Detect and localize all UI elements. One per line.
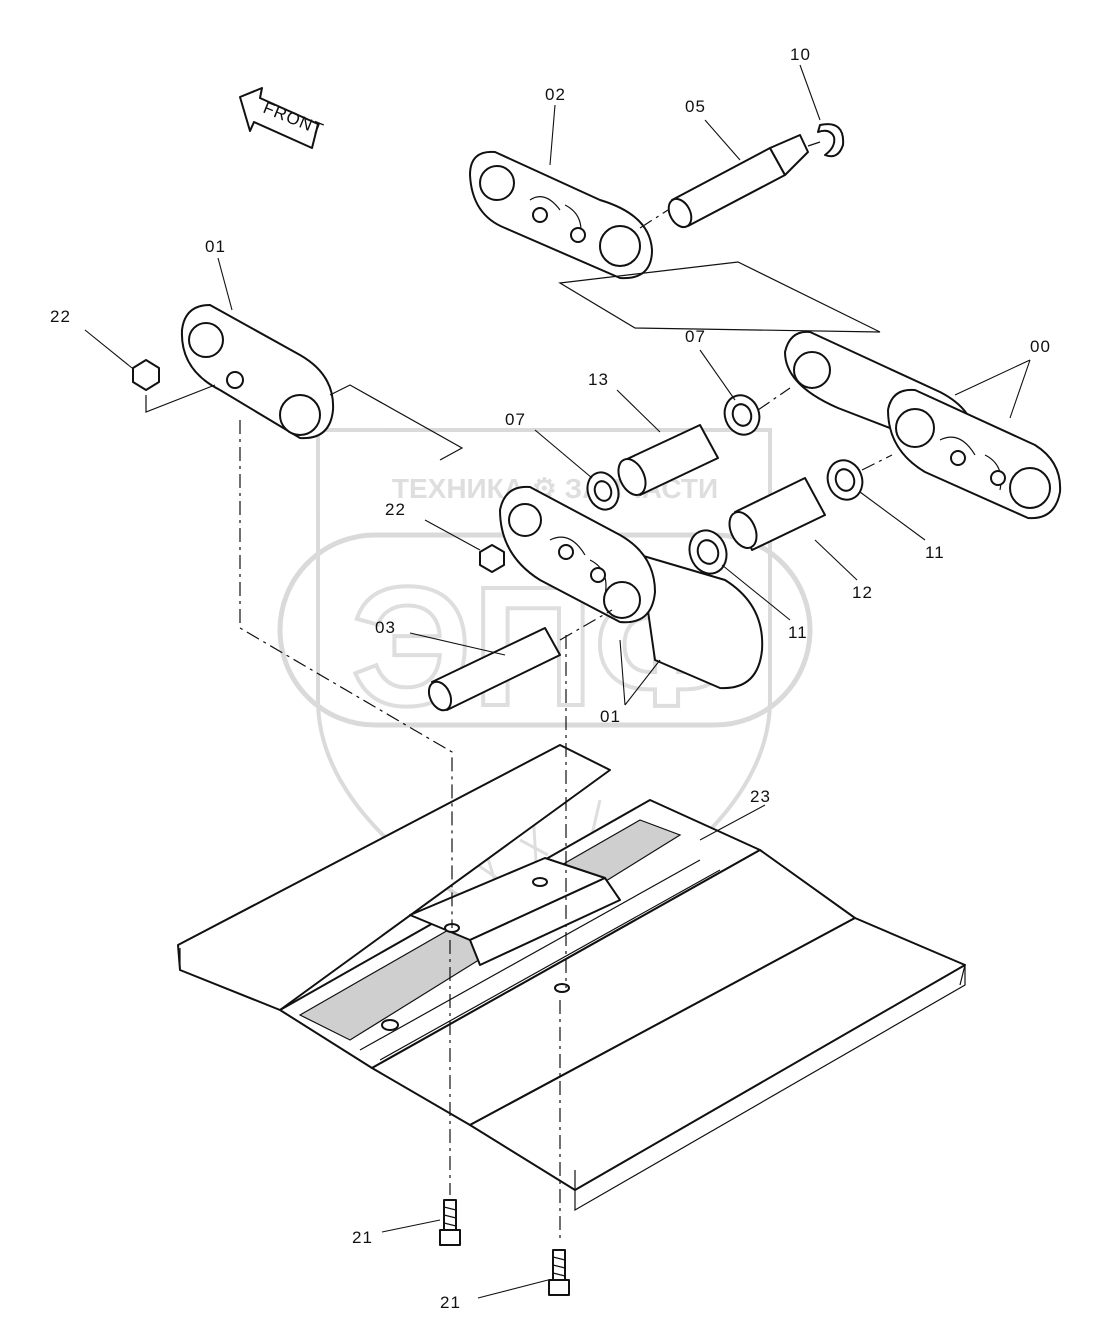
callout-12: 12 bbox=[852, 583, 873, 602]
pin-03 bbox=[427, 627, 561, 712]
snap-ring-10 bbox=[817, 123, 845, 158]
callout-21-bottom: 21 bbox=[440, 1293, 461, 1312]
seal-11-mid bbox=[688, 529, 728, 575]
link-01-left bbox=[180, 304, 335, 440]
callout-13: 13 bbox=[588, 370, 609, 389]
bolt-21-top bbox=[439, 1199, 461, 1246]
assembly-line-top bbox=[558, 261, 881, 333]
front-arrow-icon bbox=[239, 87, 319, 149]
seal-11-right bbox=[826, 459, 864, 501]
bushing-13 bbox=[617, 424, 719, 496]
seal-07-left bbox=[586, 471, 620, 511]
link-00-pair bbox=[784, 330, 1062, 520]
bushing-12 bbox=[728, 477, 826, 551]
nut-22-mid bbox=[479, 544, 505, 573]
master-link-02 bbox=[469, 150, 653, 280]
callout-23: 23 bbox=[750, 787, 771, 806]
callout-07-right: 07 bbox=[685, 327, 706, 346]
callout-11-right: 11 bbox=[925, 543, 945, 562]
callout-02: 02 bbox=[545, 85, 566, 104]
leader-lines bbox=[84, 64, 1031, 1299]
pin-05 bbox=[667, 134, 809, 229]
callout-21-top: 21 bbox=[352, 1228, 373, 1247]
callout-22-mid: 22 bbox=[385, 500, 406, 519]
callout-10: 10 bbox=[790, 45, 811, 64]
nut-22-top bbox=[132, 359, 160, 391]
link-01-center bbox=[499, 485, 764, 690]
seal-07-right bbox=[723, 394, 761, 436]
bolt-21-bottom bbox=[548, 1249, 570, 1296]
front-arrow: FRONT bbox=[239, 87, 327, 149]
callout-07-left: 07 bbox=[505, 410, 526, 429]
callout-03: 03 bbox=[375, 618, 396, 637]
assembly-line-left bbox=[239, 420, 453, 928]
callout-05: 05 bbox=[685, 97, 706, 116]
callout-01-top: 01 bbox=[205, 237, 226, 256]
callout-01-bottom: 01 bbox=[600, 707, 621, 726]
callout-11-mid: 11 bbox=[788, 623, 808, 642]
callout-22-top: 22 bbox=[50, 307, 71, 326]
callout-00: 00 bbox=[1030, 337, 1051, 356]
track-shoe-23 bbox=[177, 744, 966, 1212]
